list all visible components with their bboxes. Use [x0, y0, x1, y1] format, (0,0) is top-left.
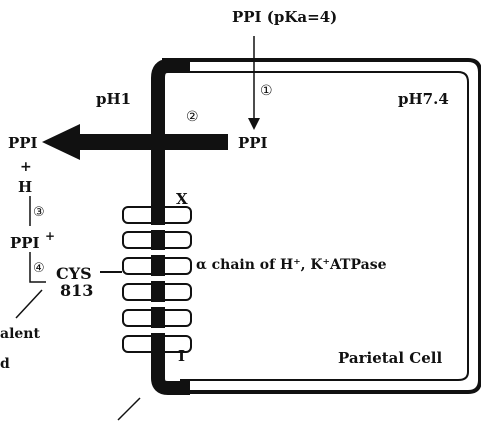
- step2-marker: ②: [186, 109, 199, 125]
- step4-bracket: [29, 252, 46, 283]
- proton-label: H: [18, 178, 32, 196]
- membrane-crossings: [151, 204, 165, 356]
- plus-sign: +: [20, 159, 32, 175]
- step3-marker: ③: [33, 205, 45, 220]
- cys-number: 813: [60, 281, 93, 300]
- covalent-fragment: alent: [0, 326, 40, 342]
- membrane-i-label: I: [178, 347, 185, 365]
- ph-inside-label: pH7.4: [398, 90, 449, 108]
- membrane-pointer: [117, 397, 141, 421]
- cell-inner-wall: [180, 71, 469, 381]
- ppi-export-arrow: [42, 124, 228, 160]
- covalent-pointer: [15, 289, 43, 319]
- ppi-protonated-label: PPI: [10, 234, 40, 252]
- ppi-outside-label: PPI: [8, 134, 38, 152]
- cys-label: CYS: [56, 264, 92, 283]
- bond-fragment: d: [0, 356, 10, 372]
- step4-marker: ④: [33, 261, 45, 276]
- cell-outer-wall: [162, 58, 481, 394]
- step1-marker: ①: [260, 83, 273, 99]
- ppi-protonated-charge: +: [45, 229, 55, 243]
- membrane-x-label: X: [176, 190, 188, 208]
- alpha-chain-label: α chain of H⁺, K⁺ATPase: [196, 257, 387, 273]
- parietal-cell-label: Parietal Cell: [338, 349, 442, 367]
- ppi-top-label: PPI (pKa=4): [232, 8, 337, 26]
- ph-outside-label: pH1: [96, 90, 131, 108]
- ppi-inside-label: PPI: [238, 134, 268, 152]
